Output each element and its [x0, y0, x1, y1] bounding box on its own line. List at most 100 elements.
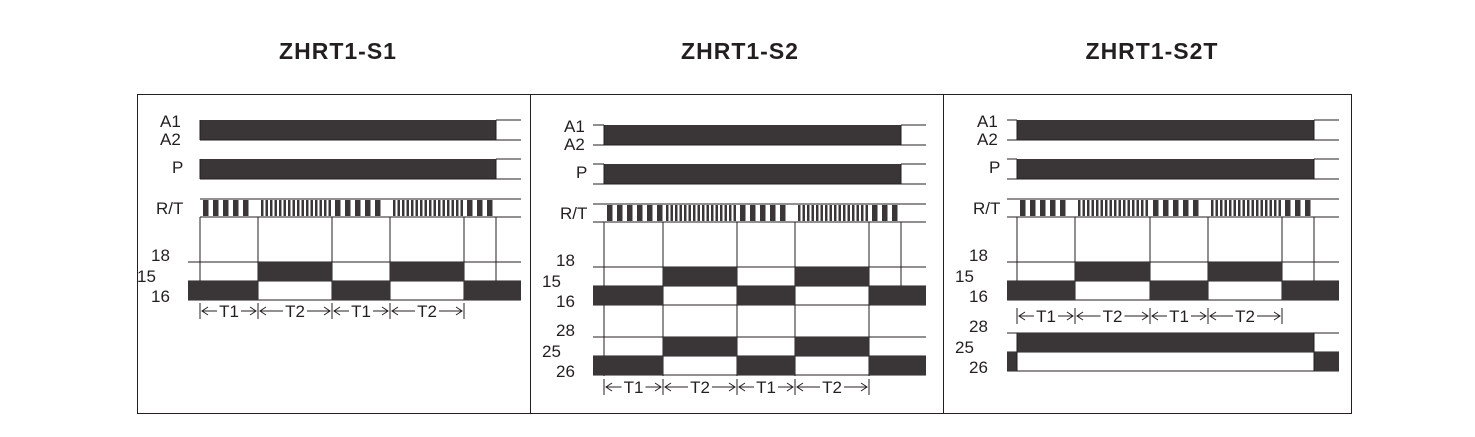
s1-label-rt: R/T: [156, 199, 183, 218]
s2-rt-pulse-1-8: [702, 205, 705, 221]
s2t-rt-pulse-4-0: [1285, 200, 1291, 216]
s2-rt-pulse-0-1: [617, 205, 623, 221]
s1-rt-pulse-1-8: [297, 200, 300, 216]
s2t-rt-pulse-1-5: [1100, 200, 1103, 216]
s1-c15-state-0: [188, 281, 258, 300]
s1-label-c15-nc: 16: [151, 287, 170, 306]
s2t-c15-state-3: [1208, 262, 1282, 281]
s2t-rt-pulse-2-2: [1173, 200, 1179, 216]
s2-interval-arrow-left-3: [796, 382, 804, 392]
s2-rt-pulse-3-15: [865, 205, 868, 221]
s1-rt-pulse-3-3: [406, 200, 409, 216]
s1-interval-label-2: T1: [351, 302, 371, 321]
s2t-rt-pulse-1-15: [1145, 200, 1148, 216]
s1-label-a1: A1: [160, 112, 181, 131]
s2-label-p: P: [576, 163, 587, 182]
s2-c25-state-0: [593, 356, 663, 375]
s2t-c15-state-4: [1282, 281, 1339, 300]
s2-rt-pulse-3-1: [802, 205, 805, 221]
s2t-interval-label-3: T2: [1235, 307, 1255, 326]
s1-interval-label-3: T2: [417, 302, 437, 321]
s2t-label-c25-nc: 26: [969, 358, 988, 377]
s1-rt-pulse-1-4: [279, 200, 282, 216]
s2-rt-pulse-3-4: [816, 205, 819, 221]
s1-interval-arrow-left-2: [333, 306, 341, 316]
s2-rt-pulse-4-1: [882, 205, 888, 221]
s2-rt-pulse-1-13: [724, 205, 727, 221]
s2t-rt-pulse-0-3: [1050, 200, 1056, 216]
s2-rt-pulse-1-11: [715, 205, 718, 221]
s1-rt-pulse-1-12: [315, 200, 318, 216]
s2t-interval-arrow-right-1: [1141, 311, 1149, 321]
s2t-rt-pulse-1-1: [1082, 200, 1085, 216]
s2-rt-pulse-3-0: [798, 205, 801, 221]
s2t-rt-pulse-3-9: [1251, 200, 1254, 216]
s1-rt-pulse-1-14: [324, 200, 327, 216]
s1-rt-pulse-1-0: [261, 200, 264, 216]
s1-interval-arrow-left-0: [201, 306, 209, 316]
s2t-rt-pulse-1-13: [1136, 200, 1139, 216]
s2t-rt-pulse-0-4: [1060, 200, 1066, 216]
s1-rt-pulse-3-11: [442, 200, 445, 216]
s1-rt-pulse-4-0: [467, 200, 473, 216]
s1-interval-arrow-right-0: [249, 306, 257, 316]
s2t-label-c15-nc: 16: [969, 287, 988, 306]
s2t-interval-arrow-left-3: [1209, 311, 1217, 321]
s1-rt-pulse-2-0: [335, 200, 341, 216]
s2-interval-arrow-left-1: [664, 382, 672, 392]
s2t-rt-pulse-1-8: [1114, 200, 1117, 216]
s2t-rt-pulse-1-4: [1096, 200, 1099, 216]
s1-c15-state-1: [258, 262, 332, 281]
s2t-rt-pulse-3-11: [1260, 200, 1263, 216]
s2t-rt-pulse-2-4: [1193, 200, 1199, 216]
s2t-rt-pulse-1-0: [1078, 200, 1081, 216]
s1-rt-pulse-1-3: [274, 200, 277, 216]
s2-rt-pulse-2-1: [750, 205, 756, 221]
s2-label-rt: R/T: [560, 204, 587, 223]
s2-rt-pulse-1-6: [693, 205, 696, 221]
s1-rt-pulse-2-4: [375, 200, 381, 216]
s1-rt-pulse-1-1: [265, 200, 268, 216]
s1-rt-pulse-0-3: [233, 200, 239, 216]
s1-c15-state-2: [332, 281, 390, 300]
s1-rt-pulse-1-6: [288, 200, 291, 216]
s2-interval-arrow-right-1: [728, 382, 736, 392]
s1-rt-pulse-3-5: [415, 200, 418, 216]
s2-rt-pulse-3-12: [852, 205, 855, 221]
s2-rt-pulse-0-5: [657, 205, 663, 221]
s2t-label-rt: R/T: [973, 199, 1000, 218]
s2-rt-pulse-3-11: [847, 205, 850, 221]
s2-interval-arrow-right-3: [860, 382, 868, 392]
s2t-rt-pulse-3-3: [1224, 200, 1227, 216]
s2-rt-pulse-1-9: [706, 205, 709, 221]
s2t-rt-pulse-1-3: [1091, 200, 1094, 216]
s2t-interval-label-2: T1: [1169, 307, 1189, 326]
s2t-rt-pulse-3-15: [1278, 200, 1281, 216]
s1-rt-pulse-0-0: [203, 200, 209, 216]
s2-label-c25-com: 25: [542, 342, 561, 361]
s2-c15-state-2: [737, 286, 795, 305]
s1-interval-arrow-right-3: [455, 306, 463, 316]
s2-rt-pulse-1-4: [684, 205, 687, 221]
s2-interval-label-0: T1: [624, 378, 644, 397]
s2t-interval-label-1: T2: [1103, 307, 1123, 326]
s2-c25-state-4: [869, 356, 926, 375]
s2t-rt-pulse-1-9: [1118, 200, 1121, 216]
s1-p-bar: [200, 159, 496, 179]
s1-rt-pulse-3-2: [402, 200, 405, 216]
s2t-label-a1: A1: [977, 112, 998, 131]
s2t-label-a2: A2: [977, 130, 998, 149]
diagram-title-s1: ZHRT1-S1: [279, 38, 397, 64]
s2-rt-pulse-3-3: [811, 205, 814, 221]
s2t-c25-state-1: [1017, 333, 1314, 352]
s2t-rt-pulse-0-0: [1020, 200, 1026, 216]
s2t-rt-pulse-2-3: [1183, 200, 1189, 216]
s1-rt-pulse-3-1: [397, 200, 400, 216]
s1-rt-pulse-3-7: [424, 200, 427, 216]
s2-interval-arrow-right-2: [786, 382, 794, 392]
s2-rt-pulse-3-13: [856, 205, 859, 221]
s2-c15-state-4: [869, 286, 926, 305]
s2-rt-pulse-2-3: [770, 205, 776, 221]
s2-label-a2: A2: [564, 135, 585, 154]
s2t-rt-pulse-0-1: [1030, 200, 1036, 216]
